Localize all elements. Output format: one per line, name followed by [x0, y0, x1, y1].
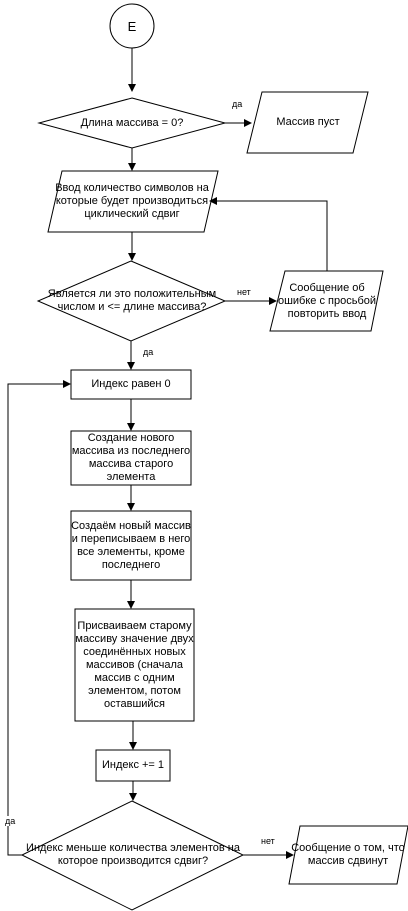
cond-valid-label: Является ли это положительным числом и <…: [47, 288, 217, 313]
out-error-shape: [269, 270, 384, 332]
edge-label-yes-loop: да: [4, 816, 17, 826]
proc-copy-shape: [70, 510, 192, 581]
proc-increment-shape: [95, 749, 171, 782]
edge-label-yes-empty: да: [231, 99, 244, 109]
out-empty-label: Массив пуст: [276, 115, 340, 128]
proc-new-array-label: Создание нового массива из последнего ма…: [71, 432, 191, 483]
cond-length-label: Длина массива = 0?: [80, 116, 184, 129]
out-done-shape: [288, 825, 408, 885]
edge-label-yes-index0: да: [142, 347, 155, 357]
proc-assign-label: Присваиваем старому массиву значение дву…: [75, 619, 194, 710]
cond-loop-label: Индекс меньше количества элементов на ко…: [26, 842, 240, 867]
edge-label-no-error: нет: [236, 287, 252, 297]
edge-error-back-to-input: [209, 197, 328, 271]
proc-index0-label: Индекс равен 0: [91, 378, 171, 390]
proc-copy-label: Создаём новый массив и переписываем в не…: [71, 519, 191, 571]
edge-loop-back-to-index0: [7, 380, 71, 856]
edge-label-no-done: нет: [260, 836, 276, 846]
cond-loop-shape: [20, 800, 245, 911]
proc-index0-shape: [70, 369, 192, 400]
input-shift-shape: [47, 170, 219, 233]
out-done-label: Сообщение о том, что массив сдвинут: [291, 842, 405, 867]
proc-increment-label: Индекс += 1: [101, 759, 165, 771]
start-node-label: Е: [127, 18, 137, 34]
proc-new-array-shape: [70, 430, 192, 486]
out-error-label: Сообщение об ошибке с просьбой повторить…: [277, 281, 377, 320]
proc-assign-shape: [74, 608, 195, 722]
input-shift-label: Ввод количество символов на которые буде…: [55, 181, 209, 220]
out-empty-shape: [246, 91, 369, 154]
